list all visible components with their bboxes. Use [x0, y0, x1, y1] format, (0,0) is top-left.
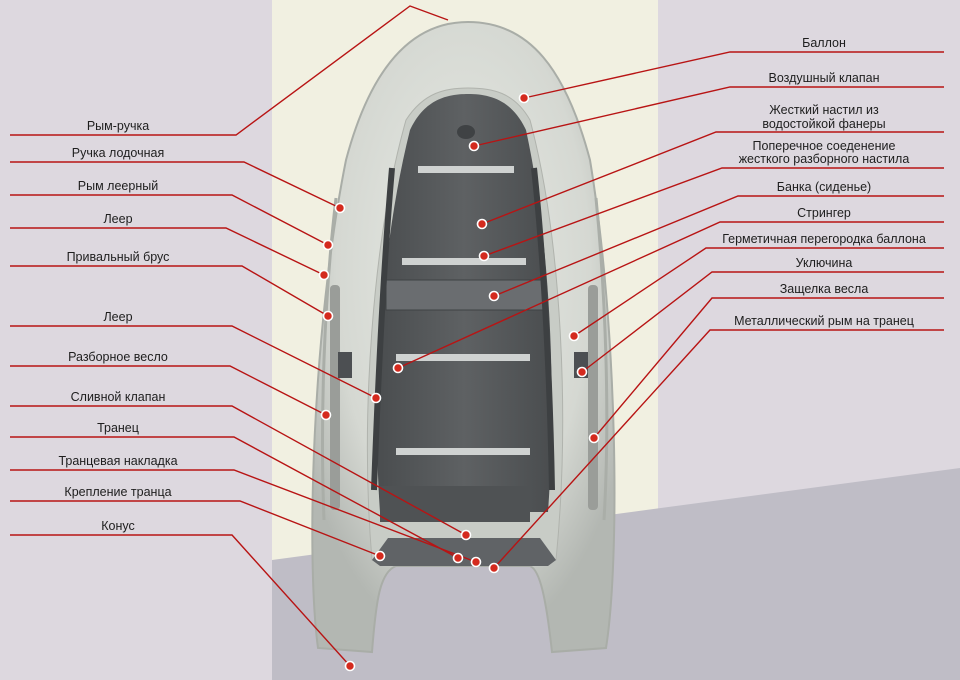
leader-ruchka-lodochnaya	[10, 161, 341, 209]
marker-konus	[344, 660, 356, 672]
marker-ballon	[518, 92, 530, 104]
marker-slivnoy-klapan	[460, 529, 472, 541]
floor-wedge	[272, 468, 960, 680]
stringer-right	[531, 167, 555, 491]
marker-transevaya-nakladka	[470, 556, 482, 568]
leader-kreplenie-trantsa	[10, 500, 381, 557]
oar-right	[588, 285, 598, 510]
leader-razbornoe-veslo	[10, 365, 327, 416]
label-uklyuchina: Уключина	[796, 256, 853, 270]
leader-privalny-brus	[10, 265, 329, 317]
leader-vozdushny-klapan	[473, 86, 944, 147]
label-transevaya-nakladka: Транцевая накладка	[58, 454, 177, 468]
leader-nastil	[481, 131, 944, 225]
marker-nastil	[476, 218, 488, 230]
label-poperechnoe-line2: жесткого разборного настила	[739, 152, 910, 166]
marker-poperechnoe	[478, 250, 490, 262]
oarlock-left	[338, 352, 352, 378]
left-labels: Рым-ручка Ручка лодочная Рым леерный Лее…	[58, 119, 177, 533]
label-konus: Конус	[101, 519, 135, 533]
transom	[380, 486, 530, 522]
marker-zaschelka	[588, 432, 600, 444]
deck-joint-4	[396, 448, 530, 455]
leader-transevaya-nakladka	[10, 469, 477, 563]
leader-stringer	[397, 221, 944, 369]
deck-joint-3	[396, 354, 530, 361]
right-labels: Баллон Воздушный клапан Жесткий настил и…	[722, 36, 926, 328]
label-tranets: Транец	[97, 421, 139, 435]
leader-metallichesky-rym	[493, 329, 944, 569]
marker-privalny-brus	[322, 310, 334, 322]
markers	[318, 92, 600, 672]
leader-banka	[493, 195, 944, 297]
leader-leer-2	[10, 325, 377, 399]
marker-razbornoe-veslo	[320, 409, 332, 421]
leader-ballon	[523, 51, 944, 99]
marker-uklyuchina	[576, 366, 588, 378]
label-vozdushny-klapan: Воздушный клапан	[769, 71, 880, 85]
label-ruchka-lodochnaya: Ручка лодочная	[72, 146, 165, 160]
marker-rym-leerny	[322, 239, 334, 251]
label-leer-1: Леер	[103, 212, 132, 226]
leader-poperechnoe	[483, 167, 944, 257]
leader-tranets	[10, 436, 459, 559]
label-nastil-line2: водостойкой фанеры	[762, 117, 885, 131]
background-left	[0, 0, 272, 680]
oar-left	[330, 285, 340, 510]
label-zaschelka: Защелка весла	[780, 282, 869, 296]
marker-banka	[488, 290, 500, 302]
leader-konus	[10, 534, 351, 667]
marker-metallichesky-rym	[488, 562, 500, 574]
label-metallichesky-rym: Металлический рым на транец	[734, 314, 914, 328]
rail-left	[321, 197, 338, 521]
leader-uklyuchina	[581, 271, 944, 373]
rail-right	[594, 197, 609, 521]
leader-slivnoy-klapan	[10, 405, 467, 536]
marker-stringer	[392, 362, 404, 374]
marker-ruchka-lodochnaya	[334, 202, 346, 214]
stringer-left	[371, 167, 395, 491]
leader-germetichnaya	[573, 247, 944, 337]
label-leer-2: Леер	[103, 310, 132, 324]
deck-joint-1	[418, 166, 514, 173]
label-stringer: Стрингер	[797, 206, 851, 220]
label-rym-ruchka: Рым-ручка	[87, 119, 149, 133]
label-rym-leerny: Рым леерный	[78, 179, 158, 193]
leader-lines	[10, 5, 944, 667]
air-valve	[457, 125, 475, 139]
leader-rym-leerny	[10, 194, 329, 246]
marker-tranets	[452, 552, 464, 564]
label-slivnoy-klapan: Сливной клапан	[71, 390, 166, 404]
marker-vozdushny-klapan	[468, 140, 480, 152]
marker-germetichnaya	[568, 330, 580, 342]
label-razbornoe-veslo: Разборное весло	[68, 350, 168, 364]
label-privalny-brus: Привальный брус	[67, 250, 170, 264]
leader-rym-ruchka	[10, 5, 449, 136]
label-nastil-line1: Жесткий настил из	[769, 103, 879, 117]
marker-leer-2	[370, 392, 382, 404]
boat-illustration	[311, 20, 616, 654]
transom-cover	[372, 538, 556, 566]
deck-joint-2	[402, 258, 526, 265]
label-germetichnaya: Герметичная перегородка баллона	[722, 232, 926, 246]
leader-zaschelka	[593, 297, 944, 439]
leader-leer-1	[10, 227, 325, 276]
seat-bench	[385, 279, 545, 311]
marker-kreplenie-trantsa	[374, 550, 386, 562]
label-poperechnoe-line1: Поперечное соеденение	[753, 139, 896, 153]
label-ballon: Баллон	[802, 36, 846, 50]
label-kreplenie-trantsa: Крепление транца	[64, 485, 171, 499]
marker-leer-1	[318, 269, 330, 281]
label-banka: Банка (сиденье)	[777, 180, 871, 194]
